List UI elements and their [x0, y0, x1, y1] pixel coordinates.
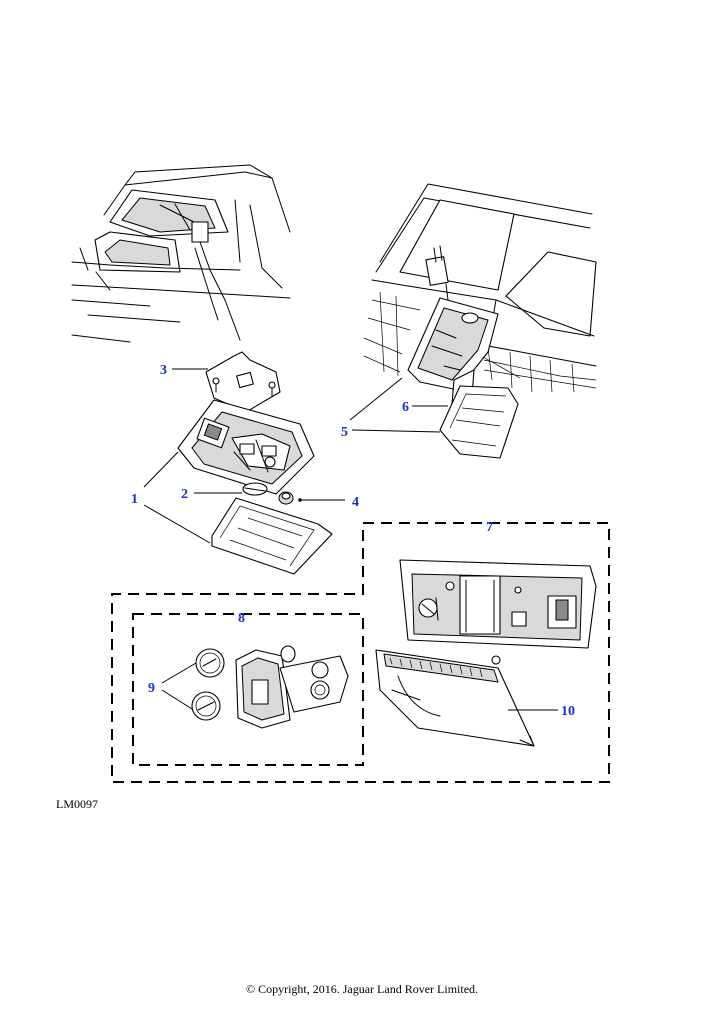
roof-lining-context-drawing: [363, 183, 597, 393]
kit-7-boundary: [111, 522, 610, 783]
roof-console-context-drawing: [71, 164, 291, 343]
screw-clip-part: [278, 491, 294, 505]
callout-2: 2: [181, 487, 188, 502]
mounting-bracket-part: [205, 351, 281, 413]
diagram-reference-code: LM0097: [56, 797, 98, 811]
callout-3: 3: [160, 363, 167, 378]
callout-8: 8: [238, 611, 245, 626]
callout-7: 7: [486, 520, 493, 535]
lamp-unit-part: [399, 559, 597, 649]
callout-1: 1: [131, 492, 138, 507]
callout-10: 10: [561, 704, 575, 719]
kit-8-boundary: [132, 613, 364, 766]
lamp-housing-part: [177, 399, 315, 495]
second-lamp-housing-part: [407, 297, 499, 391]
bulb-part: [242, 482, 268, 496]
bulb-9-upper: [195, 648, 225, 678]
callout-5: 5: [341, 425, 348, 440]
lamp-unit-lens-part: [375, 649, 535, 747]
callout-9: 9: [148, 681, 155, 696]
lamp-lens-part: [211, 497, 333, 575]
lamp-base-assembly-part: [235, 645, 349, 729]
copyright-notice: © Copyright, 2016. Jaguar Land Rover Lim…: [245, 982, 479, 996]
callout-4: 4: [352, 495, 359, 510]
leader-lines: [143, 368, 558, 711]
callout-6: 6: [402, 400, 409, 415]
second-lamp-lens-part: [439, 385, 519, 459]
bulb-9-lower: [191, 691, 221, 721]
